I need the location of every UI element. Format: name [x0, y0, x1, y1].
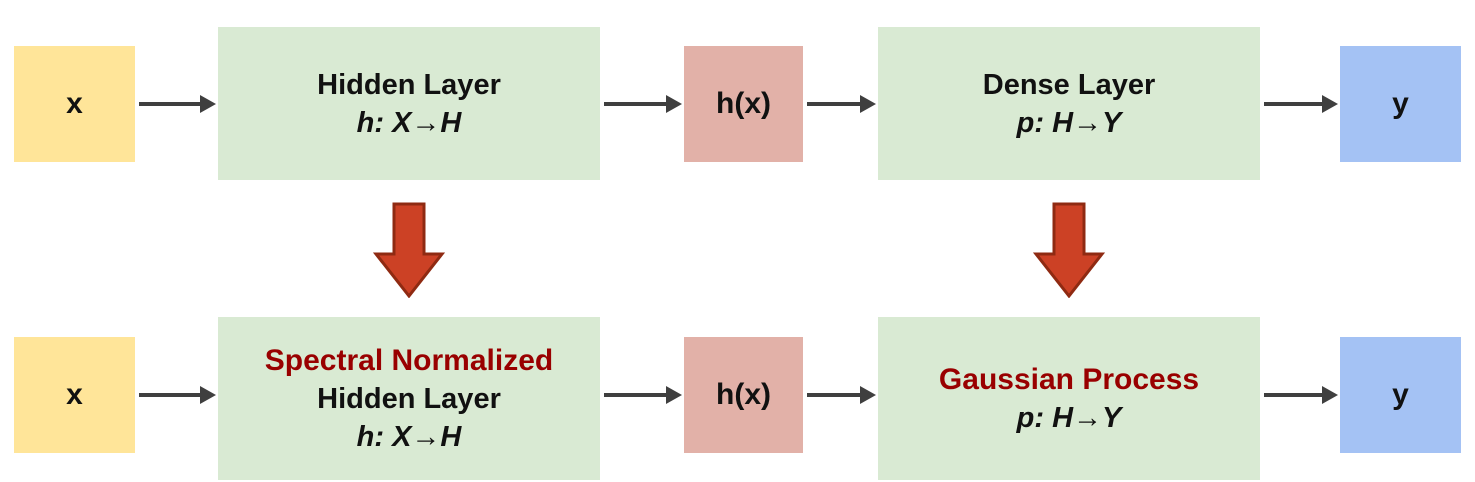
top-dense-layer-mapping: p: H→Y [1016, 106, 1122, 139]
top-input-label: x [66, 87, 83, 120]
bottom-output-label: y [1392, 378, 1409, 411]
top-arrow-feature-to-dense-icon [807, 102, 860, 106]
bottom-feature-box: h(x) [684, 337, 803, 453]
top-arrow-input-to-hidden-icon [139, 102, 200, 106]
top-input-box: x [14, 46, 135, 162]
top-arrow-dense-to-output-icon [1264, 102, 1322, 106]
bottom-input-label: x [66, 378, 83, 411]
bottom-output-box: y [1340, 337, 1461, 453]
bottom-dense-layer-mapping: p: H→Y [1016, 401, 1122, 434]
bottom-arrow-hidden-to-feature-icon [604, 393, 666, 397]
bottom-arrow-feature-to-dense-icon [807, 393, 860, 397]
top-feature-label: h(x) [716, 87, 771, 120]
top-output-label: y [1392, 87, 1409, 120]
bottom-spectral-hidden-layer-box: Spectral Normalized Hidden Layer h: X→H [218, 317, 600, 480]
bottom-hidden-layer-mapping: h: X→H [356, 420, 462, 453]
top-dense-layer-title: Dense Layer [982, 68, 1156, 101]
bottom-hidden-layer-title: Hidden Layer [317, 382, 501, 415]
top-dense-layer-box: Dense Layer p: H→Y [878, 27, 1260, 180]
down-block-arrow-hidden-icon [373, 202, 445, 298]
down-block-arrow-dense-icon [1033, 202, 1105, 298]
bottom-hidden-layer-highlight: Spectral Normalized [264, 343, 554, 377]
bottom-feature-label: h(x) [716, 378, 771, 411]
bottom-arrow-input-to-hidden-icon [139, 393, 200, 397]
bottom-dense-layer-highlight: Gaussian Process [938, 362, 1200, 396]
top-hidden-layer-title: Hidden Layer [317, 68, 501, 101]
top-arrow-hidden-to-feature-icon [604, 102, 666, 106]
bottom-arrow-dense-to-output-icon [1264, 393, 1322, 397]
top-feature-box: h(x) [684, 46, 803, 162]
bottom-gaussian-process-box: Gaussian Process p: H→Y [878, 317, 1260, 480]
top-hidden-layer-box: Hidden Layer h: X→H [218, 27, 600, 180]
bottom-input-box: x [14, 337, 135, 453]
top-hidden-layer-mapping: h: X→H [356, 106, 462, 139]
top-output-box: y [1340, 46, 1461, 162]
